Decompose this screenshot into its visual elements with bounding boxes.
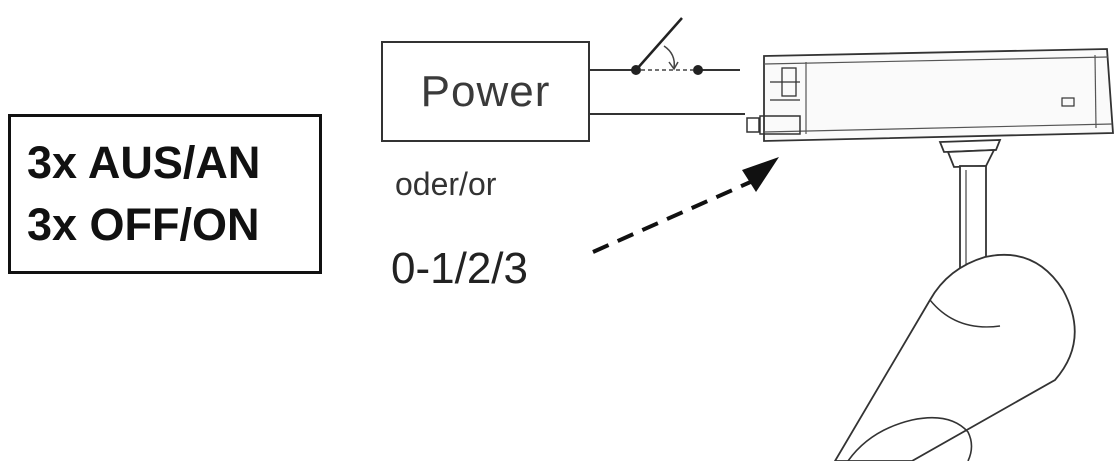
adapter-edge-top bbox=[763, 56, 1109, 65]
alternative-label: oder/or bbox=[395, 166, 497, 202]
adapter-notch bbox=[1061, 97, 1075, 107]
arrow-shaft bbox=[592, 178, 756, 254]
adapter-edge-bottom bbox=[763, 123, 1113, 133]
adapter-divider-right bbox=[1094, 54, 1097, 129]
mount-plate bbox=[938, 139, 1002, 153]
stem-collar bbox=[946, 149, 996, 168]
dashed-arrow-icon bbox=[592, 157, 779, 254]
switch-arc-arrowhead bbox=[668, 61, 679, 71]
arrow-head bbox=[742, 157, 779, 192]
adapter-screw bbox=[746, 117, 760, 133]
switch-mode-line-en: 3x OFF/ON bbox=[27, 199, 260, 250]
spot-body bbox=[833, 253, 1076, 461]
power-label: Power bbox=[420, 66, 551, 116]
spot-body-contour bbox=[929, 299, 1001, 328]
switch-mode-line-de: 3x AUS/AN bbox=[27, 137, 261, 188]
adapter-body bbox=[763, 48, 1114, 142]
switch-contact-right bbox=[693, 65, 703, 75]
switch-mode-box: 3x AUS/AN 3x OFF/ON bbox=[8, 114, 322, 274]
power-wires bbox=[590, 69, 745, 115]
dimming-levels-label: 0-1/2/3 bbox=[391, 244, 528, 293]
switch-motion-arc bbox=[663, 45, 676, 69]
switch-icon bbox=[631, 17, 703, 75]
power-supply-box: Power bbox=[381, 41, 590, 142]
track-spotlight-icon bbox=[746, 48, 1114, 461]
spot-lens-rim bbox=[847, 416, 973, 461]
adapter-connector-block bbox=[759, 115, 801, 135]
switch-lever bbox=[635, 17, 683, 71]
